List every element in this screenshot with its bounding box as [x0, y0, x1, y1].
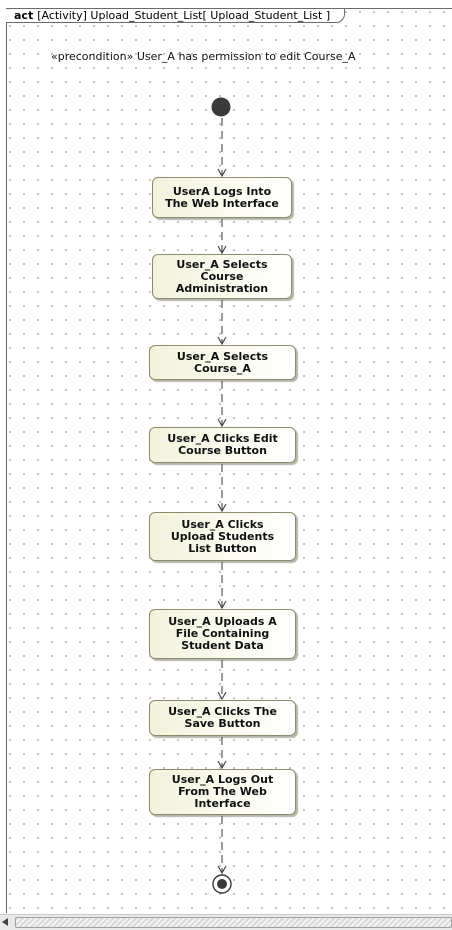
action-node[interactable]: User_A Logs Out From The Web Interface: [149, 769, 296, 815]
action-node[interactable]: UserA Logs Into The Web Interface: [152, 177, 292, 218]
action-node[interactable]: User_A Uploads A File Containing Student…: [149, 609, 296, 659]
scroll-left-arrow-icon[interactable]: [2, 918, 8, 926]
scrollbar-thumb[interactable]: [15, 917, 452, 928]
action-node[interactable]: User_A Clicks The Save Button: [149, 700, 296, 736]
precondition-note[interactable]: «precondition» User_A has permission to …: [51, 50, 356, 63]
action-node[interactable]: User_A Selects Course Administration: [152, 254, 292, 299]
frame-keyword: act: [14, 9, 34, 22]
initial-node-icon[interactable]: [211, 97, 231, 117]
activity-final-node-icon[interactable]: [212, 874, 232, 894]
action-node[interactable]: User_A Selects Course_A: [149, 345, 296, 380]
action-node[interactable]: User_A Clicks Edit Course Button: [149, 427, 296, 463]
action-node[interactable]: User_A Clicks Upload Students List Butto…: [149, 512, 296, 561]
frame-header[interactable]: act[Activity] Upload_Student_List[ Uploa…: [6, 8, 346, 23]
horizontal-scrollbar[interactable]: [0, 914, 452, 930]
frame-title: [Activity] Upload_Student_List[ Upload_S…: [37, 9, 331, 22]
